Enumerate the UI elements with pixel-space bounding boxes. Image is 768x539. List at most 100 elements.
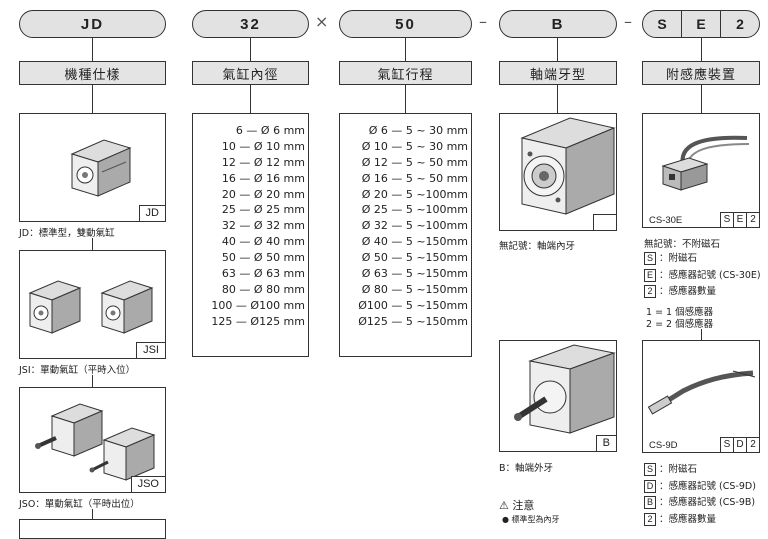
sensor-code-e: E xyxy=(733,212,747,228)
separator: ： xyxy=(659,464,669,475)
sensor-item-text: 感應器記號 (CS-9B) xyxy=(668,497,756,508)
sensor-item-key: E xyxy=(644,268,656,282)
list-item: 63 — Ø 63 mm xyxy=(221,267,305,281)
list-item: 40 — Ø 40 mm xyxy=(221,235,305,249)
sensor-code-d: D xyxy=(733,437,747,453)
sensor-item-text: 感應器記號 (CS-9D) xyxy=(668,480,756,492)
sensor-code-n: 2 xyxy=(746,437,760,453)
connector xyxy=(557,85,558,113)
sensor-item: S：附磁石 xyxy=(644,251,761,268)
list-item: Ø 32 — 5 ~100mm xyxy=(361,219,468,233)
sensor-item-text: 附磁石 xyxy=(668,464,698,475)
sensor-qty-2: 2 = 2 個感應器 xyxy=(646,319,714,330)
list-item: Ø 16 — 5 ~ 50 mm xyxy=(361,171,468,185)
sensor-item-text: 感應器數量 xyxy=(668,513,717,525)
list-item: 50 — Ø 50 mm xyxy=(221,251,305,265)
separator: ： xyxy=(659,286,669,297)
thread-caption: B：軸端外牙 xyxy=(499,463,554,474)
connector xyxy=(92,38,93,61)
sensor-item-text: 感應器數量 xyxy=(668,286,717,297)
series-next-figure xyxy=(19,519,166,539)
connector xyxy=(250,38,251,61)
header-series: 機種仕樣 xyxy=(19,61,166,85)
connector xyxy=(405,85,406,113)
warning-icon: ⚠ xyxy=(499,499,509,512)
series-jso-figure: JSO xyxy=(19,387,166,493)
thread-internal-figure xyxy=(499,113,617,231)
list-item: 20 — Ø 20 mm xyxy=(221,187,305,201)
cylinder-illustration xyxy=(35,403,156,481)
sensor-item-text: 附磁石 xyxy=(668,253,698,264)
list-item: Ø 63 — 5 ~150mm xyxy=(361,267,468,281)
series-caption: JSO：單動氣缸（平時出位） xyxy=(19,499,140,510)
thread-external-figure: B xyxy=(499,340,617,452)
series-jd-figure: JD xyxy=(19,113,166,222)
separator: ： xyxy=(659,480,669,492)
series-tag: JSI xyxy=(136,342,166,359)
thread-tag: B xyxy=(595,435,617,452)
bore-list-box xyxy=(192,113,309,357)
separator: ： xyxy=(659,253,669,264)
connector xyxy=(92,375,93,387)
note-title: ⚠ 注意 xyxy=(499,497,534,513)
list-item: Ø 50 — 5 ~150mm xyxy=(361,251,468,265)
connector xyxy=(701,85,702,113)
sensor-illustration xyxy=(647,370,756,415)
sensor-item-key: 2 xyxy=(644,512,656,526)
sensor-item-key: S xyxy=(644,252,656,265)
cylinder-illustration xyxy=(28,280,154,334)
code-sensor-e: E xyxy=(681,11,720,37)
list-item: Ø 10 — 5 ~ 30 mm xyxy=(361,139,468,153)
connector xyxy=(92,238,93,250)
note-line: ● 標準型為內牙 xyxy=(502,514,560,525)
connector xyxy=(557,38,558,61)
cylinder-closeup xyxy=(520,117,616,215)
cylinder-illustration xyxy=(70,139,132,197)
header-stroke: 氣缸行程 xyxy=(339,61,472,85)
sensor-code: S D 2 xyxy=(720,437,760,453)
code-stroke: 50 xyxy=(339,10,472,38)
sensor-item-text: 感應器記號 (CS-30E) xyxy=(668,269,761,281)
list-item: Ø100 — 5 ~150mm xyxy=(358,298,468,312)
thread-caption: 無記號：軸端內牙 xyxy=(499,241,576,252)
code-bore: 32 xyxy=(192,10,309,38)
dash-sign: – xyxy=(624,12,632,31)
list-item: Ø 25 — 5 ~100mm xyxy=(361,203,468,217)
note-title-text: 注意 xyxy=(512,499,535,512)
cylinder-closeup xyxy=(514,344,616,434)
sensor-cs9d-figure: CS-9D S D 2 xyxy=(642,340,760,453)
list-item: Ø 12 — 5 ~ 50 mm xyxy=(361,155,468,169)
series-caption: JD：標準型，雙動氣缸 xyxy=(19,228,115,239)
connector xyxy=(250,85,251,113)
thread-tag xyxy=(593,214,617,231)
sensor-model: CS-30E xyxy=(649,215,683,226)
header-bore: 氣缸內徑 xyxy=(192,61,309,85)
stroke-list-box xyxy=(339,113,472,357)
code-sensor-s: S xyxy=(657,16,667,32)
code-series: JD xyxy=(19,10,166,38)
list-item: 80 — Ø 80 mm xyxy=(221,282,305,296)
sensor-desc: 無記號：不附磁石 xyxy=(644,239,721,250)
series-caption: JSI：單動氣缸（平時入位） xyxy=(19,365,136,376)
separator: ： xyxy=(659,497,669,508)
times-sign: × xyxy=(315,12,329,31)
sensor-item: 2：感應器數量 xyxy=(644,512,756,529)
sensor-item: 2：感應器數量 xyxy=(644,284,761,301)
list-item: 6 — Ø 6 mm xyxy=(235,124,305,137)
code-sensor-n: 2 xyxy=(720,11,759,37)
list-item: 32 — Ø 32 mm xyxy=(221,219,305,233)
list-item: 25 — Ø 25 mm xyxy=(221,203,305,217)
note-line-text: 標準型為內牙 xyxy=(511,515,560,524)
connector xyxy=(701,329,702,340)
dash-sign: – xyxy=(479,12,487,31)
list-item: Ø 20 — 5 ~100mm xyxy=(361,187,468,201)
sensor-item-key: D xyxy=(644,479,656,493)
list-item: 10 — Ø 10 mm xyxy=(221,139,305,153)
code-thread: B xyxy=(499,10,617,38)
list-item: Ø125 — 5 ~150mm xyxy=(358,314,468,328)
sensor-cs30e-figure: CS-30E S E 2 xyxy=(642,113,760,228)
sensor-model: CS-9D xyxy=(649,440,678,451)
